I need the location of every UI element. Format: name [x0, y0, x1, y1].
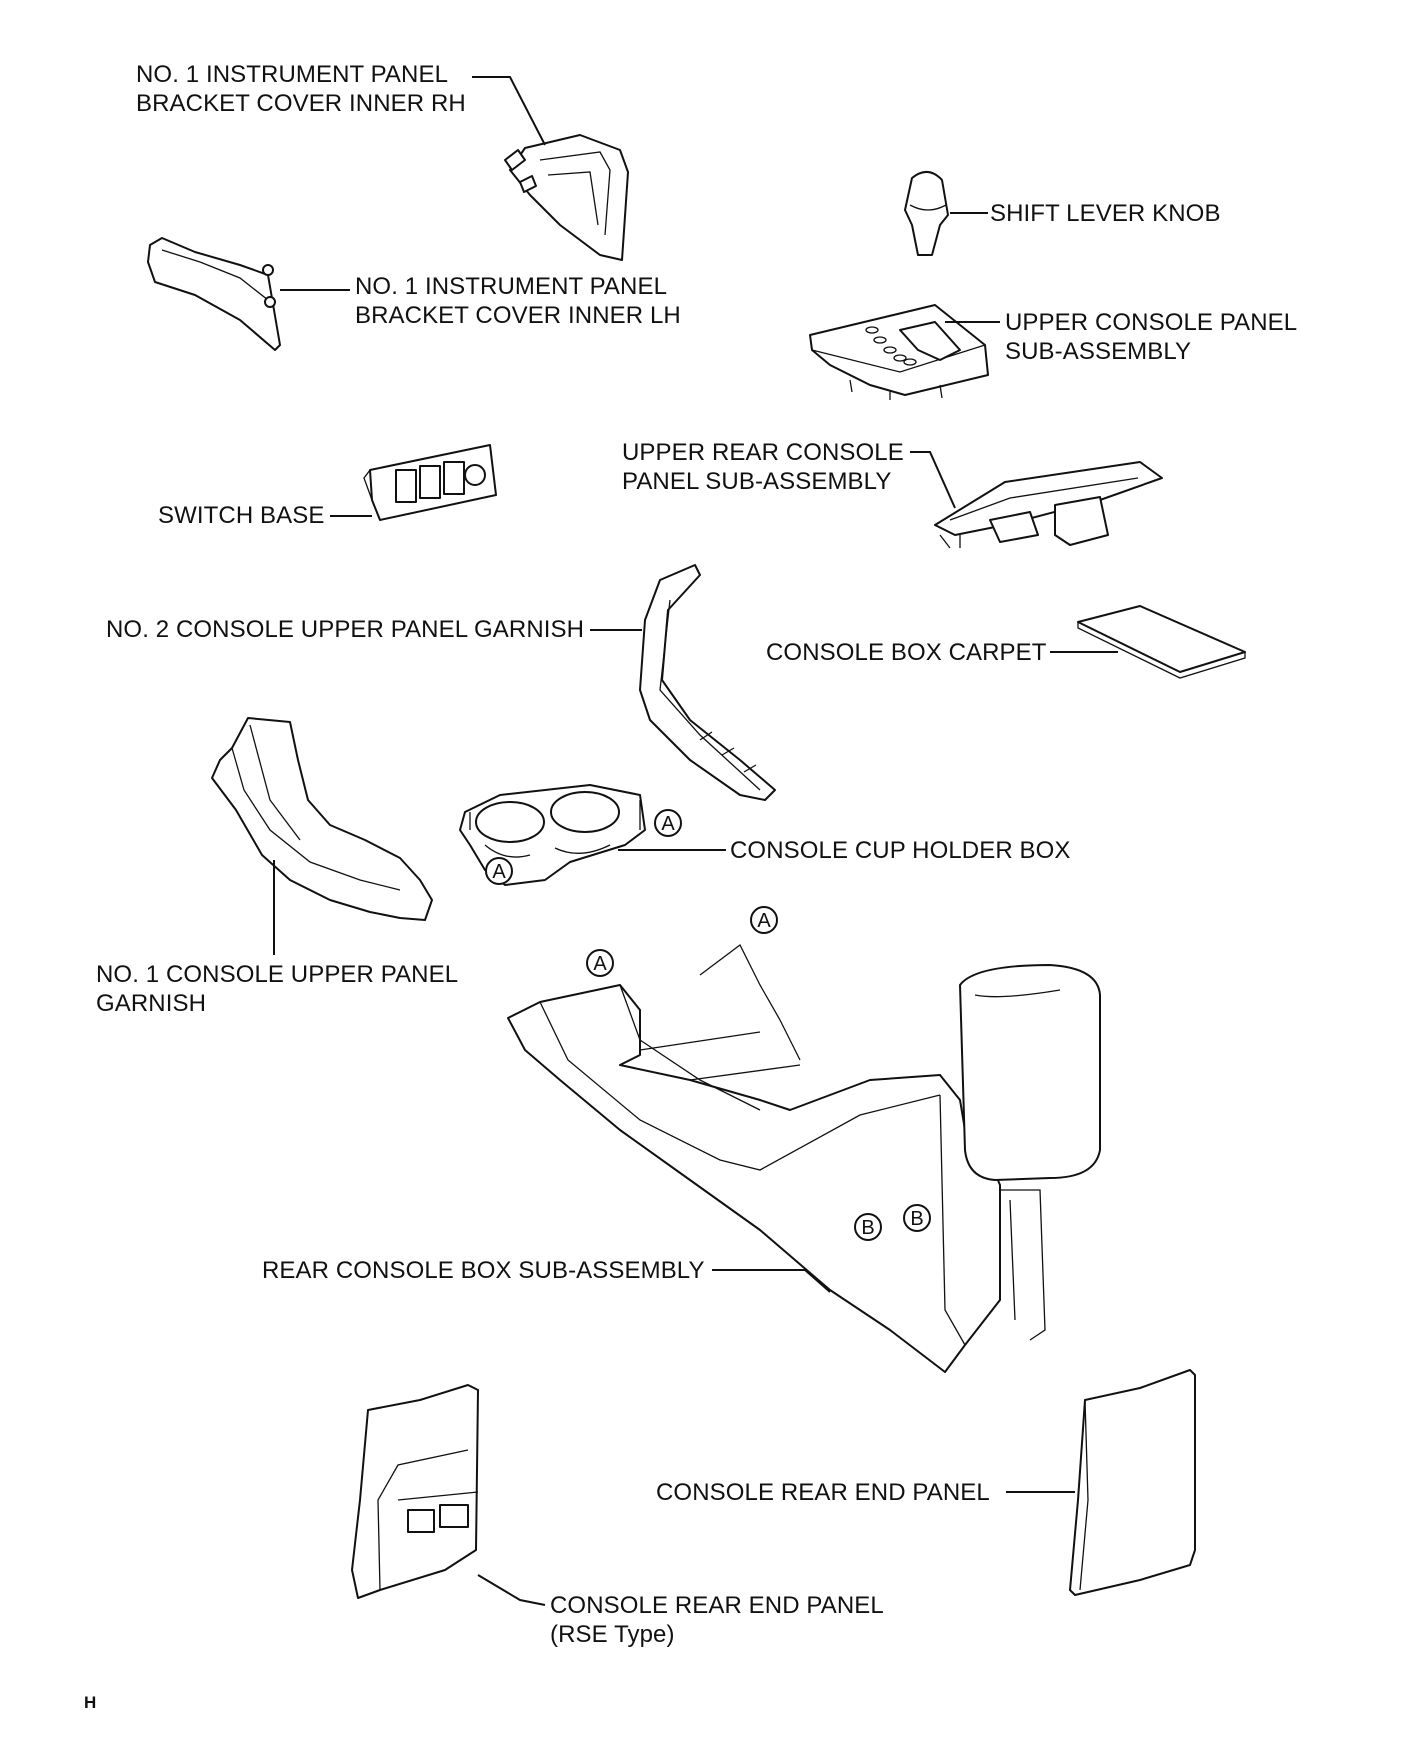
label-line: BRACKET COVER INNER LH: [355, 302, 681, 329]
upper-rear-console-panel-part: [934, 461, 1163, 549]
upper-console-panel-part: [809, 304, 989, 400]
label-line: SUB-ASSEMBLY: [1005, 338, 1192, 365]
label-line: NO. 1 INSTRUMENT PANEL: [136, 61, 449, 88]
label-console-box-carpet: CONSOLE BOX CARPET: [766, 638, 1047, 667]
console-box-carpet-part: [1077, 605, 1246, 679]
reference-markers: A A A A B B: [485, 809, 931, 1241]
marker-a-console-right: A: [750, 906, 778, 934]
shift-lever-knob-part: [904, 171, 949, 256]
no1-console-upper-panel-garnish-part: [211, 717, 433, 921]
label-upper-rear-console-panel: UPPER REAR CONSOLE PANEL SUB-ASSEMBLY: [622, 438, 904, 496]
label-shift-lever-knob: SHIFT LEVER KNOB: [990, 199, 1221, 228]
no2-console-upper-panel-garnish-part: [639, 564, 776, 801]
console-rear-end-panel-part: [1069, 1369, 1196, 1596]
label-switch-base: SWITCH BASE: [158, 501, 324, 530]
marker-a-cup-holder-left: A: [485, 857, 513, 885]
svg-text:A: A: [661, 813, 675, 835]
label-line: SHIFT LEVER KNOB: [990, 200, 1221, 227]
bracket-cover-inner-rh-part: [504, 134, 629, 261]
label-console-cup-holder-box: CONSOLE CUP HOLDER BOX: [730, 836, 1071, 865]
label-bracket-cover-inner-rh: NO. 1 INSTRUMENT PANEL BRACKET COVER INN…: [136, 60, 466, 118]
label-line: UPPER REAR CONSOLE: [622, 439, 904, 466]
label-line: CONSOLE REAR END PANEL: [550, 1592, 884, 1619]
marker-a-console-left: A: [586, 949, 614, 977]
label-no1-console-upper-panel-garnish: NO. 1 CONSOLE UPPER PANEL GARNISH: [96, 960, 458, 1018]
svg-text:A: A: [593, 953, 607, 975]
label-line: REAR CONSOLE BOX SUB-ASSEMBLY: [262, 1257, 705, 1284]
svg-text:B: B: [910, 1208, 923, 1230]
switch-base-part: [363, 444, 497, 521]
label-no2-console-upper-panel-garnish: NO. 2 CONSOLE UPPER PANEL GARNISH: [106, 615, 584, 644]
label-line: (RSE Type): [550, 1621, 675, 1648]
label-line: CONSOLE CUP HOLDER BOX: [730, 837, 1071, 864]
label-upper-console-panel: UPPER CONSOLE PANEL SUB-ASSEMBLY: [1005, 308, 1297, 366]
label-line: PANEL SUB-ASSEMBLY: [622, 468, 892, 495]
label-line: SWITCH BASE: [158, 502, 325, 529]
label-line: CONSOLE REAR END PANEL: [656, 1479, 990, 1506]
label-console-rear-end-panel: CONSOLE REAR END PANEL: [656, 1478, 990, 1507]
footer-code: H: [84, 1693, 97, 1712]
leader-lines: [273, 76, 1118, 1606]
label-line: CONSOLE BOX CARPET: [766, 639, 1047, 666]
marker-b-console-right: B: [903, 1204, 931, 1232]
label-line: GARNISH: [96, 990, 207, 1017]
marker-b-console-left: B: [854, 1213, 882, 1241]
label-line: NO. 1 CONSOLE UPPER PANEL: [96, 961, 459, 988]
label-line: BRACKET COVER INNER RH: [136, 90, 466, 117]
console-rear-end-panel-rse-part: [351, 1384, 479, 1599]
label-bracket-cover-inner-lh: NO. 1 INSTRUMENT PANEL BRACKET COVER INN…: [355, 272, 681, 330]
rear-console-box-part: [507, 944, 1101, 1373]
label-line: NO. 2 CONSOLE UPPER PANEL GARNISH: [106, 616, 585, 643]
bracket-cover-inner-lh-part: [147, 237, 281, 351]
label-rear-console-box: REAR CONSOLE BOX SUB-ASSEMBLY: [262, 1256, 705, 1285]
svg-text:B: B: [861, 1217, 874, 1239]
svg-text:A: A: [492, 861, 506, 883]
label-line: UPPER CONSOLE PANEL: [1005, 309, 1298, 336]
label-console-rear-end-panel-rse: CONSOLE REAR END PANEL (RSE Type): [550, 1591, 884, 1649]
svg-text:A: A: [757, 910, 771, 932]
label-line: NO. 1 INSTRUMENT PANEL: [355, 273, 668, 300]
marker-a-cup-holder-right: A: [654, 809, 682, 837]
